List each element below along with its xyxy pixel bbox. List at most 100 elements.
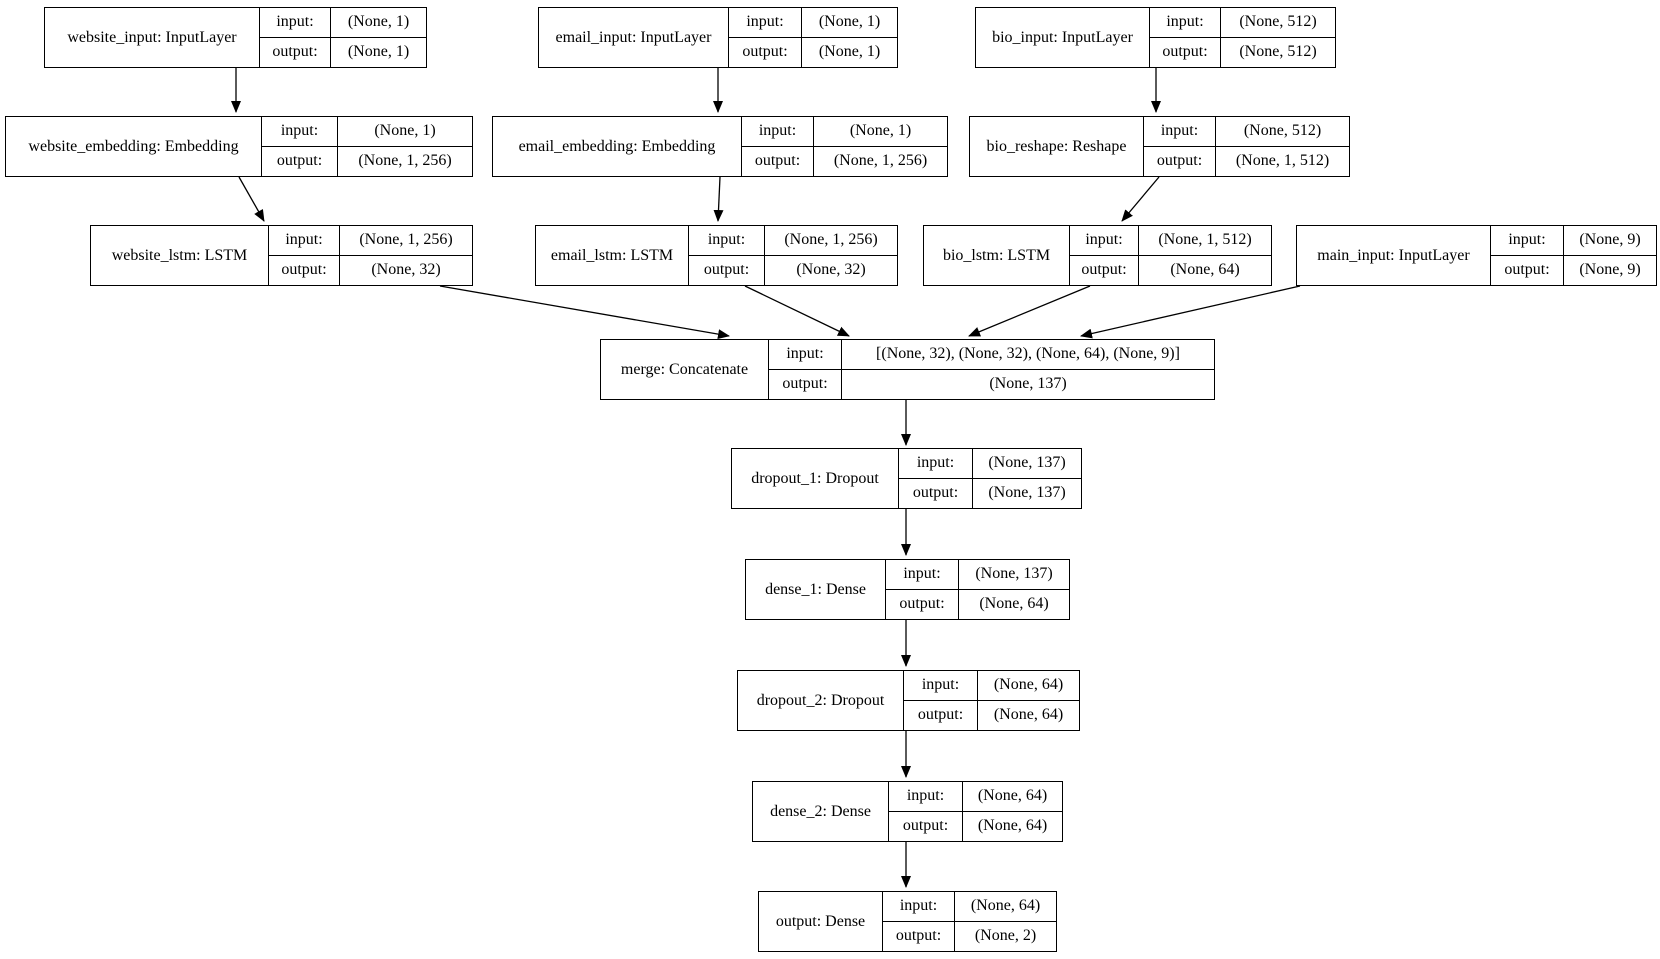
node-dense-1: dense_1: Dense input: (None, 137) output… [745,559,1070,620]
layer-name: dropout_1: Dropout [732,449,899,508]
layer-name: dense_2: Dense [753,782,889,841]
output-key: output: [1144,146,1216,176]
node-main-input: main_input: InputLayer input: (None, 9) … [1296,225,1657,286]
input-key: input: [889,782,963,812]
output-key: output: [689,255,765,285]
edge-bio_lstm-merge [968,285,1091,337]
output-shape: (None, 64) [993,706,1064,724]
input-key: input: [269,226,340,256]
node-email-embedding: email_embedding: Embedding input: (None,… [492,116,948,177]
layer-name: merge: Concatenate [601,340,769,399]
input-key: input: [262,117,338,147]
output-shape: (None, 1, 256) [833,152,928,170]
edge-email_lstm-merge [744,285,850,337]
edge-email_embedding-email_lstm [713,176,724,222]
node-dense-2: dense_2: Dense input: (None, 64) output:… [752,781,1063,842]
output-key: output: [883,921,955,951]
output-key: output: [886,589,959,619]
input-shape: (None, 64) [963,782,1062,812]
input-key: input: [1070,226,1139,256]
output-key: output: [1070,255,1139,285]
node-email-input: email_input: InputLayer input: (None, 1)… [538,7,898,68]
input-key: input: [904,671,978,701]
layer-name: main_input: InputLayer [1297,226,1491,285]
output-shape: (None, 1, 256) [358,152,452,170]
input-shape: (None, 137) [959,560,1069,590]
input-key: input: [1491,226,1564,256]
node-output: output: Dense input: (None, 64) output: … [758,891,1057,952]
input-shape: (None, 1) [802,8,897,38]
input-key: input: [1150,8,1221,38]
input-shape: (None, 512) [1221,8,1335,38]
output-key: output: [899,478,973,508]
input-shape: (None, 512) [1216,117,1349,147]
node-dropout-2: dropout_2: Dropout input: (None, 64) out… [737,670,1080,731]
input-key: input: [729,8,802,38]
layer-name: email_input: InputLayer [539,8,729,67]
layer-name: dense_1: Dense [746,560,886,619]
input-shape: (None, 1, 256) [765,226,897,256]
input-shape: (None, 9) [1564,226,1656,256]
input-key: input: [260,8,331,38]
output-key: output: [729,37,802,67]
output-shape: (None, 64) [1170,261,1240,279]
output-key: output: [1491,255,1564,285]
output-key: output: [262,146,338,176]
output-shape: (None, 1, 512) [1235,152,1330,170]
input-key: input: [689,226,765,256]
edge-website_embedding-website_lstm [238,176,265,222]
output-shape: (None, 137) [989,375,1067,393]
output-key: output: [269,255,340,285]
input-key: input: [769,340,842,370]
layer-name: email_embedding: Embedding [493,117,742,176]
edge-bio_reshape-bio_lstm [1121,176,1160,222]
layer-name: website_embedding: Embedding [6,117,262,176]
input-shape: (None, 1) [331,8,426,38]
layer-name: website_lstm: LSTM [91,226,269,285]
layer-name: bio_reshape: Reshape [970,117,1144,176]
input-shape: (None, 64) [955,892,1056,922]
node-email-lstm: email_lstm: LSTM input: (None, 1, 256) o… [535,225,898,286]
node-bio-reshape: bio_reshape: Reshape input: (None, 512) … [969,116,1350,177]
input-key: input: [1144,117,1216,147]
output-shape: (None, 1) [818,43,881,61]
output-key: output: [1150,37,1221,67]
node-dropout-1: dropout_1: Dropout input: (None, 137) ou… [731,448,1082,509]
layer-name: output: Dense [759,892,883,951]
output-shape: (None, 1) [347,43,410,61]
input-shape: (None, 1, 512) [1139,226,1271,256]
output-shape: (None, 32) [371,261,441,279]
layer-name: email_lstm: LSTM [536,226,689,285]
input-shape: [(None, 32), (None, 32), (None, 64), (No… [842,340,1214,370]
output-key: output: [260,37,331,67]
output-shape: (None, 64) [977,817,1048,835]
node-website-lstm: website_lstm: LSTM input: (None, 1, 256)… [90,225,473,286]
output-shape: (None, 137) [988,484,1066,502]
node-merge: merge: Concatenate input: [(None, 32), (… [600,339,1215,400]
output-shape: (None, 32) [796,261,866,279]
node-bio-lstm: bio_lstm: LSTM input: (None, 1, 512) out… [923,225,1272,286]
edge-main_input-merge [1080,285,1301,339]
output-key: output: [904,700,978,730]
node-bio-input: bio_input: InputLayer input: (None, 512)… [975,7,1336,68]
output-key: output: [769,369,842,399]
output-key: output: [742,146,814,176]
input-shape: (None, 1) [338,117,472,147]
layer-name: bio_input: InputLayer [976,8,1150,67]
input-shape: (None, 1, 256) [340,226,472,256]
input-shape: (None, 64) [978,671,1079,701]
input-key: input: [883,892,955,922]
input-shape: (None, 137) [973,449,1081,479]
edge-website_lstm-merge [439,285,730,340]
layer-name: dropout_2: Dropout [738,671,904,730]
output-shape: (None, 2) [974,927,1037,945]
output-shape: (None, 512) [1239,43,1317,61]
layer-name: website_input: InputLayer [45,8,260,67]
input-key: input: [886,560,959,590]
output-shape: (None, 9) [1579,261,1641,279]
layer-name: bio_lstm: LSTM [924,226,1070,285]
output-key: output: [889,811,963,841]
node-website-input: website_input: InputLayer input: (None, … [44,7,427,68]
output-shape: (None, 64) [979,595,1049,613]
